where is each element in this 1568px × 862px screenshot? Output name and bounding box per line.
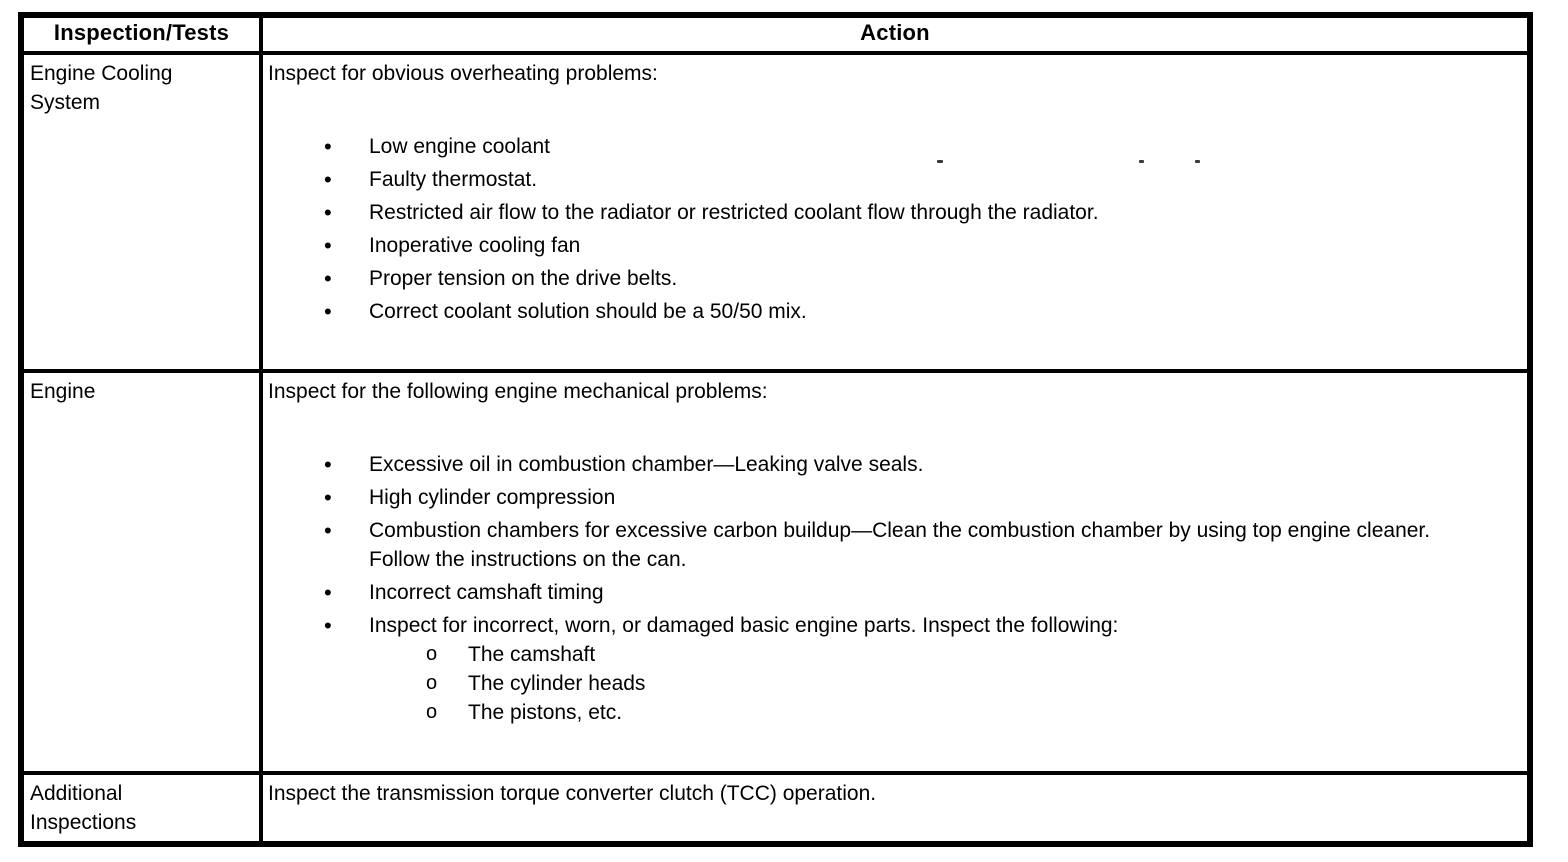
list-item-text: Proper tension on the drive belts. xyxy=(369,267,678,290)
action-intro: Inspect for obvious overheating problems… xyxy=(268,62,658,85)
list-item: • Inspect for incorrect, worn, or damage… xyxy=(268,611,1467,727)
header-action: Action xyxy=(259,13,1532,55)
bullet-icon: • xyxy=(324,452,332,477)
list-item-with-sublist: Inspect for incorrect, worn, or damaged … xyxy=(369,611,1467,727)
action-cell-engine-cooling-system: Inspect for obvious overheating problems… xyxy=(259,51,1532,373)
inspection-label-engine: Engine xyxy=(19,369,263,775)
action-intro: Inspect for the following engine mechani… xyxy=(268,380,768,403)
bullet-icon: • xyxy=(324,613,332,638)
header-row: Inspection/Tests Action xyxy=(19,13,1532,55)
row-engine: Engine Inspect for the following engine … xyxy=(19,369,1532,775)
bullet-icon: • xyxy=(324,485,332,510)
list-item: • Faulty thermostat. xyxy=(268,165,1467,194)
inspection-action-table: Inspection/Tests Action Engine Cooling S… xyxy=(18,12,1533,847)
list-item: • Inoperative cooling fan xyxy=(268,231,1467,260)
list-item: • Excessive oil in combustion chamber—Le… xyxy=(268,450,1467,479)
list-item-text: Faulty thermostat. xyxy=(369,168,538,191)
circle-bullet-icon: o xyxy=(426,701,438,723)
action-intro: Inspect the transmission torque converte… xyxy=(268,782,877,805)
bullet-icon: • xyxy=(324,299,332,324)
list-item-text: Correct coolant solution should be a 50/… xyxy=(369,300,807,323)
list-item-text: Restricted air flow to the radiator or r… xyxy=(369,201,1099,224)
action-cell-engine: Inspect for the following engine mechani… xyxy=(259,369,1532,775)
list-item: • Proper tension on the drive belts. xyxy=(268,264,1467,293)
action-cell-additional-inspections: Inspect the transmission torque converte… xyxy=(259,771,1532,846)
header-inspection-tests: Inspection/Tests xyxy=(19,13,263,55)
circle-bullet-icon: o xyxy=(426,672,438,694)
bullet-icon: • xyxy=(324,200,332,225)
bullet-list: • Low engine coolant • Faulty thermostat… xyxy=(268,132,1467,326)
circle-bullet-icon: o xyxy=(426,643,438,665)
sub-list-item: o The cylinder heads xyxy=(369,669,1467,698)
list-item: • Combustion chambers for excessive carb… xyxy=(268,516,1467,574)
bullet-icon: • xyxy=(324,266,332,291)
sub-bullet-list: o The camshaft o The cylinder heads o Th… xyxy=(369,640,1467,727)
sub-list-item-text: The cylinder heads xyxy=(468,672,646,695)
list-item-text: Excessive oil in combustion chamber—Leak… xyxy=(369,453,924,476)
list-item-text: Inoperative cooling fan xyxy=(369,234,581,257)
sub-list-item: o The camshaft xyxy=(369,640,1467,669)
list-item: • Incorrect camshaft timing xyxy=(268,578,1467,607)
bullet-icon: • xyxy=(324,518,332,543)
list-item-text: Low engine coolant xyxy=(369,135,550,158)
bullet-icon: • xyxy=(324,134,332,159)
sub-list-item: o The pistons, etc. xyxy=(369,698,1467,727)
bullet-icon: • xyxy=(324,167,332,192)
row-engine-cooling-system: Engine Cooling System Inspect for obviou… xyxy=(19,51,1532,373)
list-item: • Restricted air flow to the radiator or… xyxy=(268,198,1467,227)
sub-list-item-text: The camshaft xyxy=(468,643,596,666)
inspection-label-engine-cooling-system: Engine Cooling System xyxy=(19,51,263,373)
bullet-icon: • xyxy=(324,580,332,605)
list-item-text: Inspect for incorrect, worn, or damaged … xyxy=(369,614,1119,637)
row-additional-inspections: Additional Inspections Inspect the trans… xyxy=(19,771,1532,846)
sub-list-item-text: The pistons, etc. xyxy=(468,701,623,724)
list-item: • Correct coolant solution should be a 5… xyxy=(268,297,1467,326)
scan-artifact xyxy=(1195,160,1200,163)
inspection-label-additional-inspections: Additional Inspections xyxy=(19,771,263,846)
bullet-icon: • xyxy=(324,233,332,258)
scan-artifact xyxy=(937,160,943,163)
list-item: • High cylinder compression xyxy=(268,483,1467,512)
bullet-list: • Excessive oil in combustion chamber—Le… xyxy=(268,450,1467,727)
list-item-text: High cylinder compression xyxy=(369,486,616,509)
scan-artifact xyxy=(1139,160,1144,163)
list-item-text: Incorrect camshaft timing xyxy=(369,581,604,604)
list-item-text: Combustion chambers for excessive carbon… xyxy=(369,519,1431,571)
list-item: • Low engine coolant xyxy=(268,132,1467,161)
